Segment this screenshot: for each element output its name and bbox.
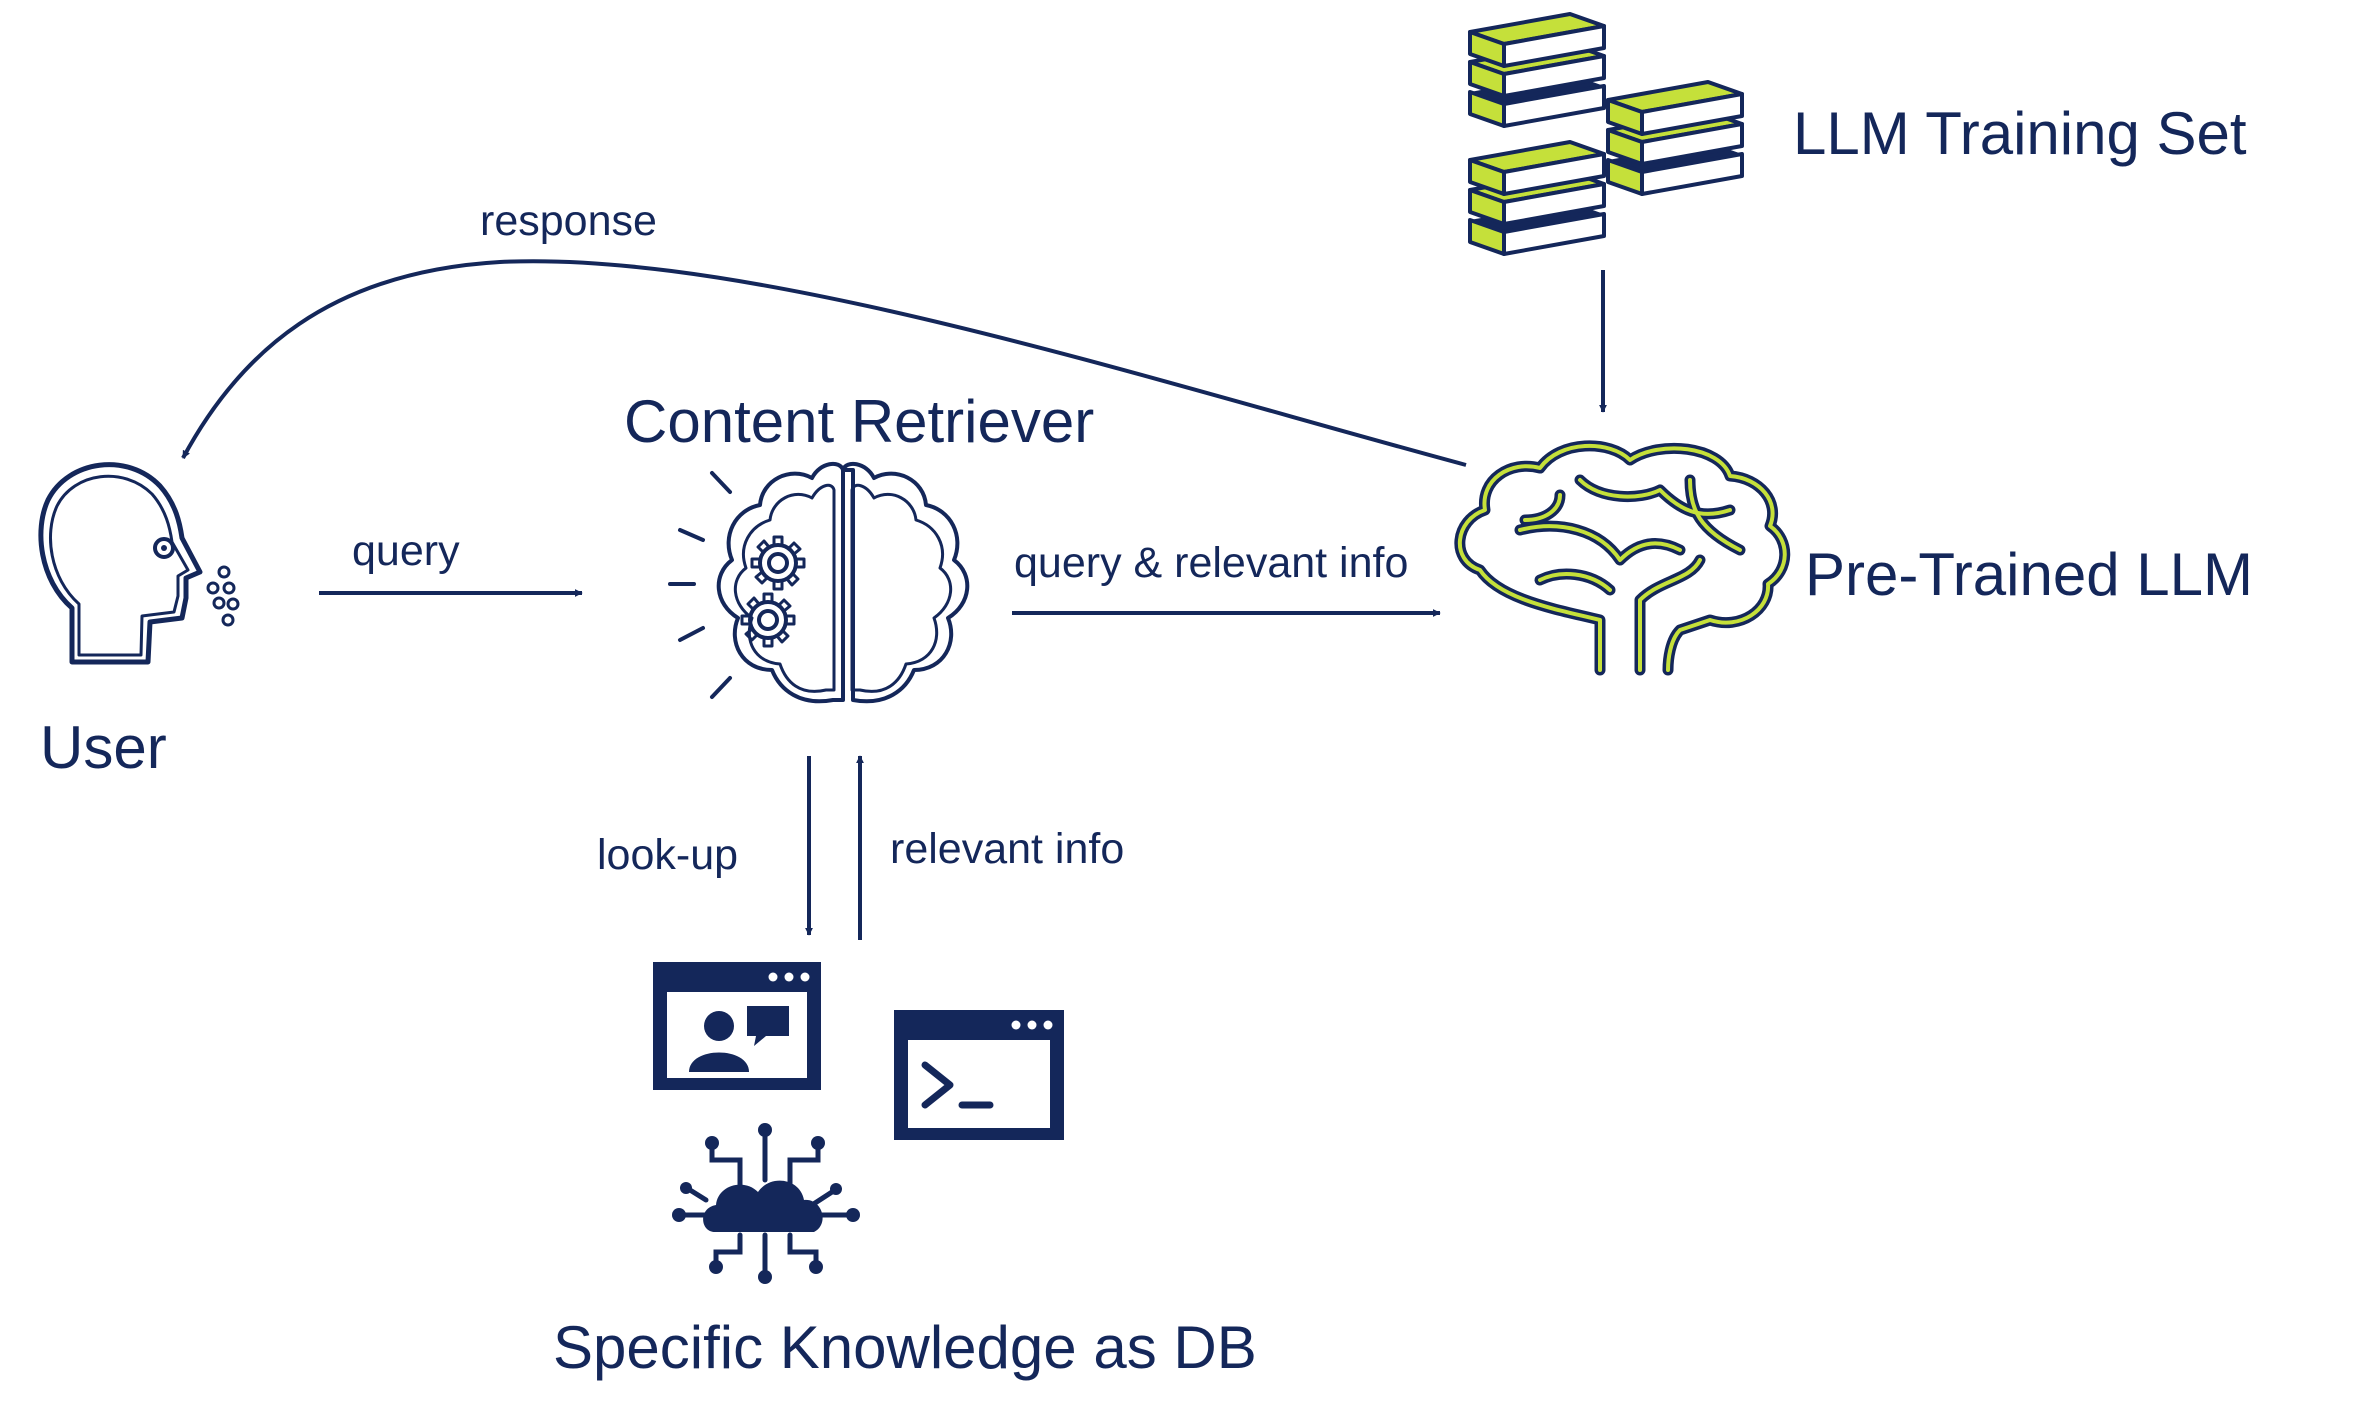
query-label: query [352,527,460,575]
terminal-window-icon [894,1010,1064,1140]
brain-icon [1454,440,1791,676]
response-arrow [181,259,1467,467]
lookup-label: look-up [597,831,739,879]
response-label: response [480,197,657,245]
pretrained-llm-label: Pre-Trained LLM [1805,541,2253,608]
query-relevant-label: query & relevant info [1014,539,1409,587]
content-retriever-label: Content Retriever [624,388,1095,455]
training-set-label: LLM Training Set [1793,100,2247,167]
user-speaking-icon [38,462,240,665]
relevant-info-label: relevant info [890,825,1125,873]
video-chat-window-icon [653,962,821,1090]
knowledge-db-label: Specific Knowledge as DB [553,1314,1257,1381]
book-stacks-icon [1468,12,1744,256]
brain-gears-icon [668,461,970,704]
user-label: User [40,714,167,781]
cloud-network-icon [672,1123,860,1284]
